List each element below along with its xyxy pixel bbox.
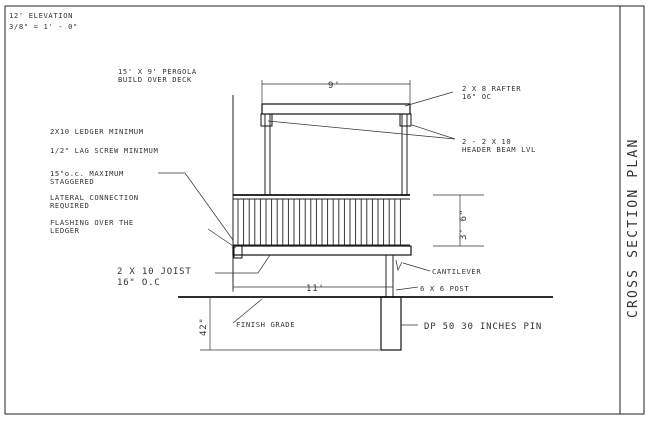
- label-pergola-2: BUILD OVER DECK: [118, 75, 192, 84]
- label-pier: DP 50 30 INCHES PIN: [424, 322, 542, 332]
- sheet-border: [4, 5, 645, 415]
- drawing-scale: 3/8" = 1' - 0": [9, 22, 78, 31]
- label-pergola-1: 15' X 9' PERGOLA: [118, 67, 197, 76]
- leader-grade: [232, 298, 263, 324]
- cross-section-title: CROSS SECTION PLAN: [626, 138, 641, 318]
- pier-footing: [380, 296, 402, 351]
- label-oc-2: STAGGERED: [50, 177, 94, 186]
- leader-flashing: [207, 228, 237, 249]
- leader-cantilever: [402, 262, 431, 272]
- drawing-title: 12' ELEVATION: [9, 11, 73, 20]
- label-rafter-2: 16" OC: [462, 92, 492, 101]
- label-rafter-1: 2 X 8 RAFTER: [462, 84, 521, 93]
- leader-rafter: [404, 91, 454, 107]
- ledger-board: [233, 245, 243, 259]
- leader-header-1: [267, 120, 456, 140]
- balusters: [237, 199, 401, 245]
- label-cantilever: CANTILEVER: [432, 267, 481, 276]
- header-beam-left: [260, 113, 273, 127]
- dim-deck-width: 11': [306, 284, 325, 294]
- deck-joist: [232, 245, 412, 256]
- label-lateral-1: LATERAL CONNECTION: [50, 193, 139, 202]
- label-oc-1: 15"o.c. MAXIMUM: [50, 169, 124, 178]
- label-flashing-2: LEDGER: [50, 226, 80, 235]
- label-lag-screw: 1/2" LAG SCREW MINIMUM: [50, 146, 158, 155]
- label-lateral-2: REQUIRED: [50, 201, 89, 210]
- label-post: 6 X 6 POST: [420, 284, 469, 293]
- leader-joist: [215, 254, 271, 274]
- dim-footing-depth: 42": [199, 317, 209, 336]
- label-flashing-1: FLASHING OVER THE: [50, 218, 134, 227]
- pergola-rafters: [261, 103, 411, 115]
- label-finish-grade: FINISH GRADE: [236, 320, 295, 329]
- leader-post: [395, 286, 419, 291]
- label-joist-2: 16" O.C: [117, 278, 161, 288]
- leader-oc: [158, 172, 234, 241]
- label-header-1: 2 - 2 X 10: [462, 137, 511, 146]
- dim-rail-height: 3' 6": [459, 209, 469, 240]
- leader-header-2: [411, 124, 456, 140]
- label-joist-1: 2 X 10 JOIST: [117, 267, 192, 277]
- label-ledger-min: 2X10 LEDGER MINIMUM: [50, 127, 144, 136]
- dim-pergola-width: 9': [328, 81, 340, 91]
- cantilever-mark: [395, 259, 403, 272]
- label-header-2: HEADER BEAM LVL: [462, 145, 536, 154]
- header-beam-right: [399, 113, 412, 127]
